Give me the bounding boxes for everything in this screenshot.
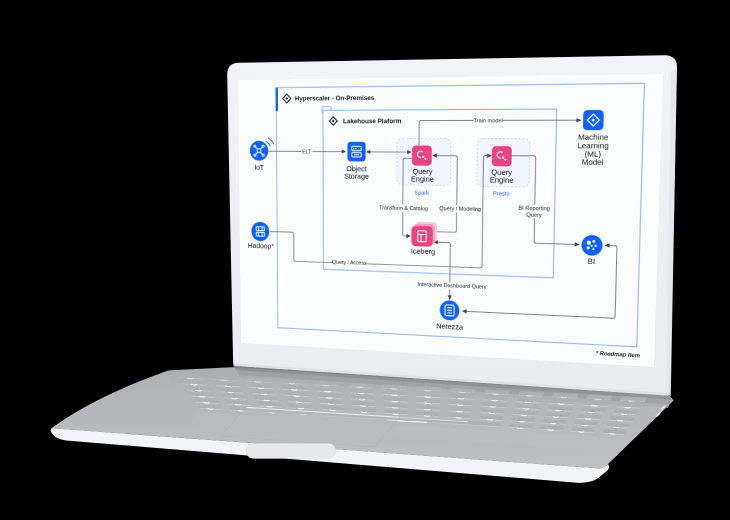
svg-text:* Roadmap Item: * Roadmap Item <box>596 351 641 360</box>
svg-text:Interactive Dashboard Query: Interactive Dashboard Query <box>417 282 487 291</box>
svg-text:ELT: ELT <box>302 149 311 156</box>
svg-text:Query / Access: Query / Access <box>332 259 367 267</box>
svg-text:BI Reporting: BI Reporting <box>518 205 550 212</box>
svg-text:IoT: IoT <box>254 164 265 172</box>
svg-text:Hyperscaler - On-Premises: Hyperscaler - On-Premises <box>295 96 375 103</box>
svg-text:Hadoop*: Hadoop* <box>248 243 274 251</box>
svg-text:Learning: Learning <box>577 143 609 151</box>
svg-text:BI: BI <box>588 258 596 266</box>
svg-text:Spark: Spark <box>414 190 429 197</box>
svg-text:Train model: Train model <box>474 118 503 125</box>
svg-text:Netezza: Netezza <box>436 323 463 332</box>
svg-text:Presto: Presto <box>493 191 510 198</box>
svg-text:Iceberg: Iceberg <box>411 248 435 256</box>
svg-text:(ML): (ML) <box>584 151 601 159</box>
svg-text:Query: Query <box>412 168 433 176</box>
svg-text:Model: Model <box>582 159 605 167</box>
svg-text:Engine: Engine <box>490 177 514 185</box>
svg-text:Query: Query <box>491 169 513 177</box>
svg-text:Query / Modeling: Query / Modeling <box>439 206 481 213</box>
svg-text:Engine: Engine <box>411 176 434 184</box>
svg-text:Transform & Catalog: Transform & Catalog <box>379 205 428 213</box>
svg-text:Machine: Machine <box>578 134 609 142</box>
svg-text:Lakehouse Plaform: Lakehouse Plaform <box>343 119 401 126</box>
svg-text:Storage: Storage <box>344 173 369 181</box>
svg-text:Query: Query <box>526 212 542 219</box>
svg-text:Object: Object <box>346 166 367 174</box>
